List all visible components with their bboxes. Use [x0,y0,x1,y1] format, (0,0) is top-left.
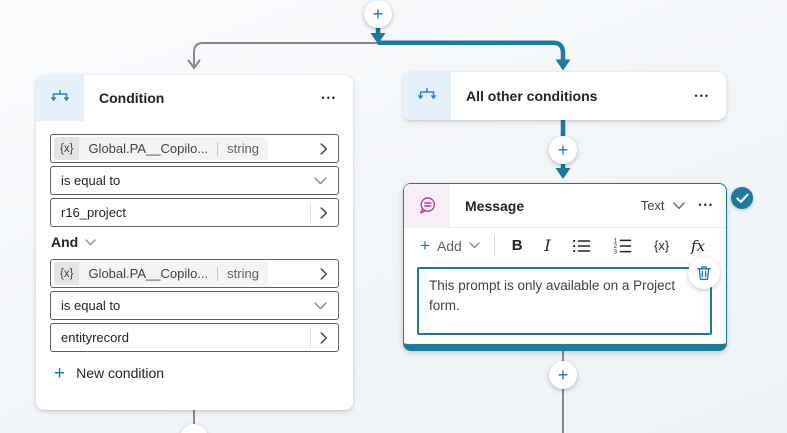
variable-chip: {x} Global.PA__Copilo... string [54,262,268,285]
variable-type: string [227,266,259,281]
variable-token-icon: {x} [54,262,80,285]
all-other-conditions-node[interactable]: All other conditions ••• [403,72,726,120]
formula-button[interactable]: fx [688,235,708,257]
bullet-list-button[interactable] [569,236,594,256]
message-format-toolbar: + Add B I [404,228,726,263]
trash-icon [697,266,711,281]
condition-node-title: Condition [99,90,165,106]
insert-node-button-top[interactable]: + [364,0,392,28]
message-bubble-icon [404,184,450,227]
gray-branch-connector-left [187,42,379,70]
chevron-down-icon [314,176,327,184]
add-label: Add [436,237,462,254]
toolbar-divider [493,234,495,257]
bullet-list-icon [573,239,591,252]
insert-node-button-after-condition[interactable]: + [180,424,208,433]
teal-main-connector [370,0,571,71]
message-node-title: Message [465,197,525,214]
chevron-down-icon [469,242,480,249]
else-node-title: All other conditions [466,88,598,104]
chevron-down-icon [314,301,327,309]
bold-button[interactable]: B [509,235,526,256]
variable-type: string [227,141,259,156]
svg-text:2: 2 [614,244,618,250]
new-condition-button[interactable]: + New condition [54,360,164,386]
condition-value: entityrecord [61,330,129,345]
else-node-header: All other conditions ••• [403,72,726,120]
message-type-select[interactable]: Text [641,198,685,213]
branch-icon [36,75,84,121]
plus-icon: + [420,236,430,255]
condition-more-menu-icon[interactable]: ••• [320,90,339,107]
conjunction-select[interactable]: And [51,230,339,254]
operator-value: is equal to [61,298,121,313]
variable-name: Global.PA__Copilo... [88,141,209,156]
condition2-variable-field[interactable]: {x} Global.PA__Copilo... string [50,259,339,288]
chevron-right-icon [320,267,328,280]
variable-chip: {x} Global.PA__Copilo... string [54,137,268,160]
chevron-right-icon [320,331,328,344]
add-content-button[interactable]: + Add [416,235,484,256]
conjunction-label: And [51,234,79,250]
condition-node-body: {x} Global.PA__Copilo... string is equal… [36,121,353,386]
chevron-right-icon [320,206,328,219]
check-icon [735,193,749,203]
insert-node-button-before-message[interactable]: + [549,136,577,164]
condition-value: r16_project [61,205,127,220]
condition2-operator-select[interactable]: is equal to [50,291,339,320]
svg-text:1: 1 [614,238,618,244]
chevron-right-icon [320,142,328,155]
numbered-list-icon: 1 2 3 [614,238,632,254]
condition1-operator-select[interactable]: is equal to [50,166,339,195]
message-type-value: Text [640,198,665,213]
new-condition-label: New condition [76,365,165,381]
condition1-variable-field[interactable]: {x} Global.PA__Copilo... string [50,134,339,163]
operator-value: is equal to [61,173,121,188]
condition-node-header: Condition ••• [36,75,353,121]
variable-token-icon: {x} [54,137,80,160]
message-text-input[interactable]: This prompt is only available on a Proje… [417,267,712,335]
numbered-list-button[interactable]: 1 2 3 [610,235,635,256]
selected-check-badge[interactable] [731,187,753,209]
message-node[interactable]: Message Text ••• + Add B I [403,183,727,351]
message-node-header: Message Text ••• [404,184,726,228]
chevron-down-icon [672,201,685,209]
insert-node-button-after-message[interactable]: + [549,361,577,389]
svg-text:3: 3 [614,250,618,254]
plus-icon: + [54,362,66,384]
delete-message-button[interactable] [688,257,720,289]
condition2-value-field[interactable]: entityrecord [50,323,339,352]
message-more-menu-icon[interactable]: ••• [697,197,716,214]
condition1-value-field[interactable]: r16_project [50,198,339,227]
else-more-menu-icon[interactable]: ••• [693,88,712,105]
insert-variable-button[interactable]: {x} [651,236,672,255]
branch-icon [403,72,451,120]
variable-name: Global.PA__Copilo... [88,266,209,281]
chevron-down-icon [85,238,96,245]
condition-node[interactable]: Condition ••• {x} Global.PA__Copilo... s… [36,75,353,410]
italic-button[interactable]: I [541,234,553,257]
